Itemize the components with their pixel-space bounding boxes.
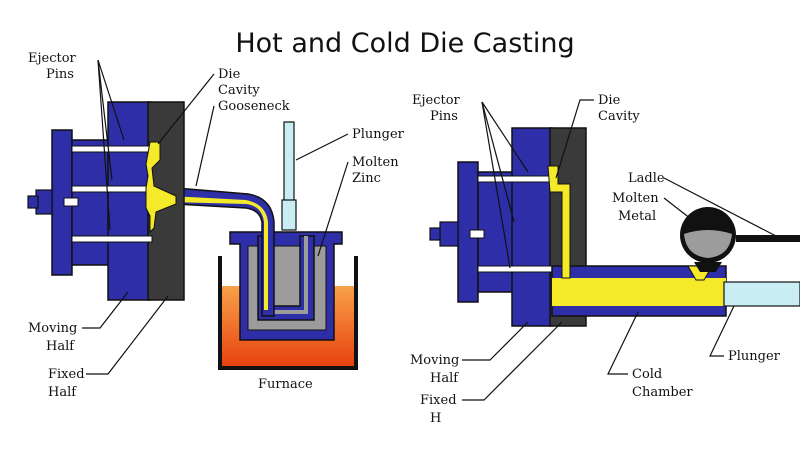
hot-chamber-machine (27, 101, 358, 370)
hot-die-cavity (145, 141, 177, 234)
cold-labels: Ejector Pins Die Cavity Ladle Molten Met… (410, 93, 781, 426)
cold-moving-label: Moving (410, 353, 459, 368)
hot-molten-label: Molten (352, 155, 399, 170)
hot-cavity-label: Cavity (218, 83, 260, 98)
cold-molten-label: Molten (612, 191, 659, 206)
cold-moving-half-label: Half (430, 371, 459, 386)
cold-ejector-label-1: Ejector (412, 93, 461, 108)
hot-gooseneck-label: Gooseneck (218, 99, 290, 114)
hot-fixed-label: Fixed (48, 367, 85, 382)
cold-fixed-h-label: H (430, 411, 441, 426)
diagram-title: Hot and Cold Die Casting (235, 28, 574, 59)
hot-fixed-half-label: Half (48, 385, 77, 400)
furnace-label: Furnace (258, 377, 313, 392)
hot-plunger-label: Plunger (352, 127, 405, 142)
cold-plunger (723, 281, 800, 307)
cold-chamber-label-1: Cold (632, 367, 662, 382)
hot-moving-label: Moving (28, 321, 77, 336)
hot-ejector-label-2: Pins (46, 67, 74, 82)
hot-ejector-label-1: Ejector (28, 51, 77, 66)
ladle-label: Ladle (628, 171, 665, 186)
cold-chamber-label-2: Chamber (632, 385, 693, 400)
cold-chamber-machine (429, 127, 800, 327)
cold-chamber-metal (552, 278, 726, 306)
hot-die-label: Die (218, 67, 241, 82)
hot-plunger-head (281, 199, 297, 231)
cold-metal-label: Metal (618, 209, 656, 224)
cold-fixed-label: Fixed (420, 393, 457, 408)
hot-zinc-label: Zinc (352, 171, 381, 186)
cold-moving-half (429, 127, 553, 327)
cold-ejector-label-2: Pins (430, 109, 458, 124)
hot-moving-half (27, 101, 151, 301)
cold-die-label: Die (598, 93, 621, 108)
hot-nozzle-metal (170, 196, 268, 310)
hot-labels: Ejector Pins Die Cavity Gooseneck Plunge… (28, 51, 405, 400)
hot-moving-half-label: Half (46, 339, 75, 354)
cold-plunger-label: Plunger (728, 349, 781, 364)
cold-cavity-label: Cavity (598, 109, 640, 124)
